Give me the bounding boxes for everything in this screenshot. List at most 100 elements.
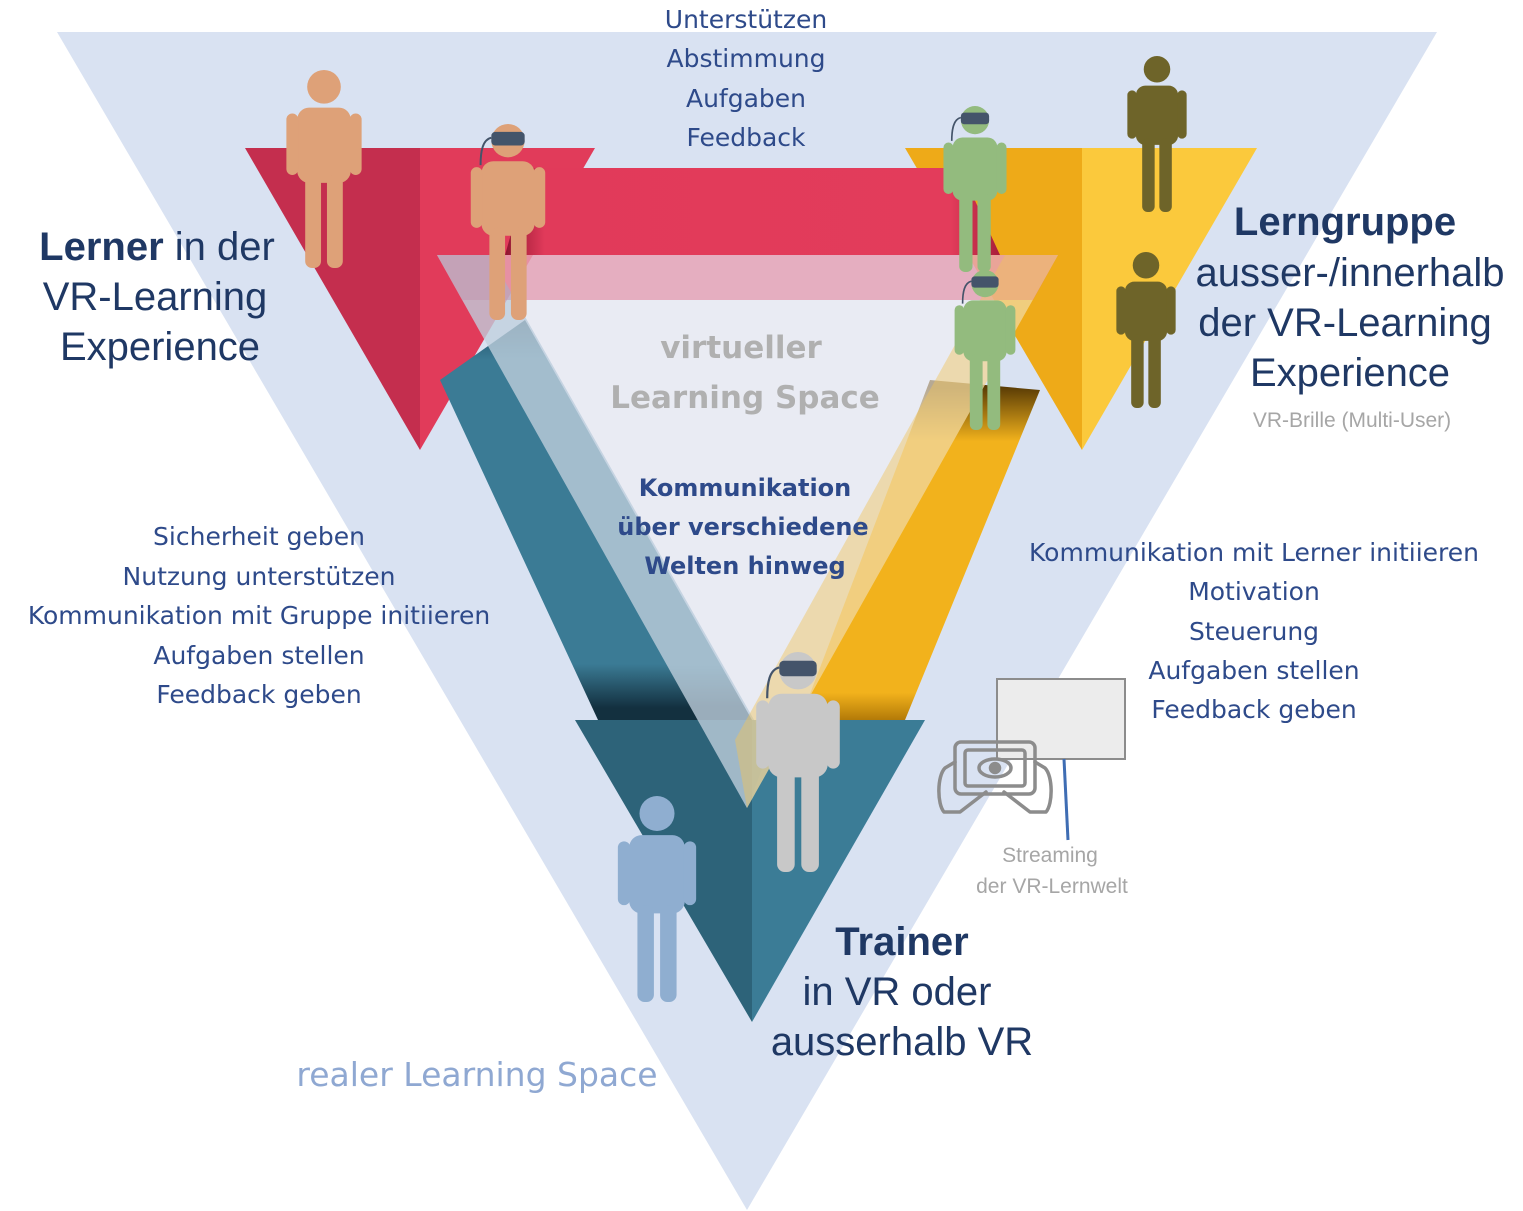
relation-trainer-learner-2: Nutzung unterstützen xyxy=(122,562,396,591)
learner-line-1: VR-Learning xyxy=(42,275,268,319)
left-leg-shape xyxy=(777,768,795,872)
learner-vr-figure xyxy=(470,124,546,320)
right-arm-shape xyxy=(996,142,1007,194)
relation-trainer-learner-1: Sicherheit geben xyxy=(153,522,365,551)
right-leg-shape xyxy=(660,905,677,1002)
trainer-outside-figure xyxy=(617,796,697,1002)
left-leg-shape xyxy=(637,905,654,1002)
right-leg-shape xyxy=(326,174,343,268)
torso-shape xyxy=(952,137,998,201)
band-group-trainer xyxy=(800,380,1040,720)
group-line-3: Experience xyxy=(1249,351,1451,395)
center-label-2: über verschiedene xyxy=(617,513,869,541)
left-leg-shape xyxy=(969,354,983,430)
torso-shape xyxy=(1135,85,1179,145)
torso-shape xyxy=(963,300,1007,362)
group-title: Lerngruppe xyxy=(1234,202,1456,242)
trainer-title-bold: Trainer xyxy=(835,920,969,964)
streaming-label-2: der VR-Lernwelt xyxy=(976,875,1128,898)
right-leg-shape xyxy=(1148,334,1161,408)
group-line-1: ausser-/innerhalb xyxy=(1195,251,1505,295)
right-arm-shape xyxy=(683,841,697,906)
head-shape xyxy=(639,796,675,832)
right-arm-shape xyxy=(533,167,546,228)
learner-corner-left xyxy=(245,148,420,450)
relation-trainer-group-5: Feedback geben xyxy=(1151,695,1357,724)
virtual-learning-space-triangle xyxy=(437,255,1058,808)
vr-headset-icon xyxy=(779,660,817,677)
virtual-edge-left xyxy=(437,255,770,808)
torso-shape xyxy=(481,161,535,236)
tablet-hands-eye-icon xyxy=(937,740,1053,814)
vr-headset-icon xyxy=(491,131,525,146)
relation-learner-group-3: Aufgaben xyxy=(685,84,807,113)
real-space-label: realer Learning Space xyxy=(296,1055,658,1094)
learner-title: Lerner in der xyxy=(39,227,275,267)
head-shape xyxy=(1143,56,1171,83)
left-leg-shape xyxy=(1142,138,1155,212)
right-arm-shape xyxy=(1166,286,1176,335)
group-outside-figure-2 xyxy=(1116,252,1176,408)
relation-trainer-learner-3: Kommunikation mit Gruppe initiieren xyxy=(27,601,491,630)
relation-trainer-group-3: Steuerung xyxy=(1188,617,1320,646)
left-leg-shape xyxy=(305,174,322,268)
headset-cable xyxy=(961,280,972,304)
right-arm-shape xyxy=(349,113,362,175)
torso-shape xyxy=(1124,281,1168,341)
group-note: VR-Brille (Multi-User) xyxy=(1252,409,1452,432)
virtual-edge-top xyxy=(437,255,1058,300)
left-leg-shape xyxy=(959,193,973,272)
left-leg-shape xyxy=(1131,334,1144,408)
group-title-bold: Lerngruppe xyxy=(1233,200,1457,244)
projection-screen-icon xyxy=(996,678,1126,841)
relation-trainer-group-1: Kommunikation mit Lerner initiieren xyxy=(1029,538,1479,567)
left-arm-shape xyxy=(943,142,954,194)
vr-headset-icon xyxy=(971,276,999,288)
center-label-3: Welten hinweg xyxy=(644,552,846,580)
right-leg-shape xyxy=(1159,138,1172,212)
right-arm-shape xyxy=(826,700,840,769)
relation-trainer-learner-4: Aufgaben stellen xyxy=(153,641,365,670)
torso-shape xyxy=(629,835,685,914)
streaming-label-1: Streaming xyxy=(1002,844,1098,867)
relation-learner-group-2: Abstimmung xyxy=(666,44,826,73)
torso-shape xyxy=(297,107,351,183)
learner-outside-figure xyxy=(286,70,362,268)
figures-layer xyxy=(286,56,1187,1002)
band-learner-group xyxy=(505,168,1000,255)
relation-trainer-group-2: Motivation xyxy=(1188,577,1320,606)
headset-cable xyxy=(479,136,492,166)
left-arm-shape xyxy=(470,167,483,228)
head-shape xyxy=(307,70,341,104)
trainer-line-2: ausserhalb VR xyxy=(770,1020,1034,1064)
left-arm-shape xyxy=(954,305,965,355)
left-arm-shape xyxy=(286,113,299,175)
right-leg-shape xyxy=(977,193,991,272)
group-line-2: der VR-Learning xyxy=(1198,301,1492,345)
trainer-corner-right xyxy=(752,720,925,1022)
learner-title-rest: in der xyxy=(163,225,275,269)
relation-trainer-group-4: Aufgaben stellen xyxy=(1148,656,1360,685)
group-vr-figure-2 xyxy=(954,270,1016,430)
right-leg-shape xyxy=(801,768,819,872)
left-leg-shape xyxy=(489,227,506,320)
learner-line-2: Experience xyxy=(59,325,261,369)
trainer-line-1: in VR oder xyxy=(802,970,992,1014)
group-outside-figure-1 xyxy=(1127,56,1187,212)
group-vr-figure-1 xyxy=(943,106,1007,272)
head-shape xyxy=(1132,252,1160,279)
relation-learner-group-4: Feedback xyxy=(686,123,806,152)
virtual-space-label-2: Learning Space xyxy=(610,380,880,416)
left-arm-shape xyxy=(1127,90,1137,139)
relation-learner-group-1: Unterstützen xyxy=(664,5,828,34)
torso-shape xyxy=(768,693,828,778)
left-arm-shape xyxy=(617,841,631,906)
right-leg-shape xyxy=(987,354,1001,430)
relation-trainer-learner-5: Feedback geben xyxy=(156,680,362,709)
learner-title-bold: Lerner xyxy=(39,225,164,269)
right-arm-shape xyxy=(1177,90,1187,139)
headset-cable xyxy=(766,666,780,699)
trainer-title: Trainer xyxy=(835,922,968,962)
right-leg-shape xyxy=(510,227,527,320)
